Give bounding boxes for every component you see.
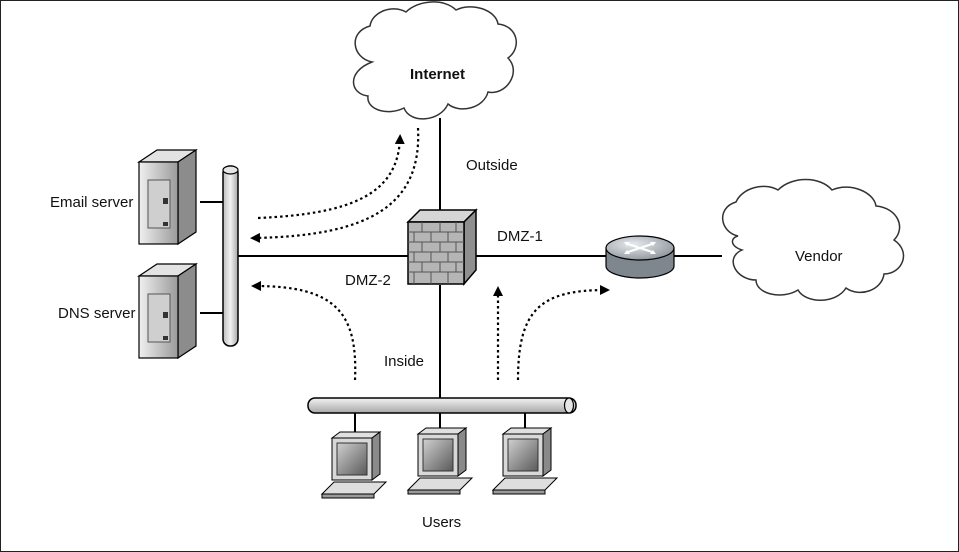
email-server-label: Email server (50, 194, 133, 211)
dns-server-label: DNS server (58, 305, 136, 322)
traffic-arrows (250, 127, 610, 381)
internet-label: Internet (410, 66, 465, 83)
email-server-icon (137, 148, 198, 246)
arrow-inside-to-vendor (516, 285, 610, 381)
internet-cloud-icon (352, 1, 518, 120)
outside-label: Outside (466, 157, 518, 174)
dmz-pipe-bus (222, 165, 239, 347)
users-label: Users (422, 514, 461, 531)
dmz1-label: DMZ-1 (497, 228, 543, 245)
connection-lines (200, 118, 722, 434)
vendor-cloud-icon (722, 178, 905, 301)
inside-label: Inside (384, 353, 424, 370)
arrow-dmz-to-internet-1 (257, 134, 405, 220)
dns-server-icon (137, 262, 198, 360)
vendor-label: Vendor (795, 248, 843, 265)
inside-pipe-bus (307, 397, 577, 414)
arrow-internet-to-dmz (250, 127, 420, 243)
workstation-icon (406, 427, 474, 495)
workstation-icon (320, 431, 388, 499)
firewall-icon (406, 208, 478, 287)
arrow-inside-to-dmz2 (251, 281, 357, 381)
router-icon (605, 235, 675, 279)
workstation-icon (491, 427, 559, 495)
dmz2-label: DMZ-2 (345, 272, 391, 289)
